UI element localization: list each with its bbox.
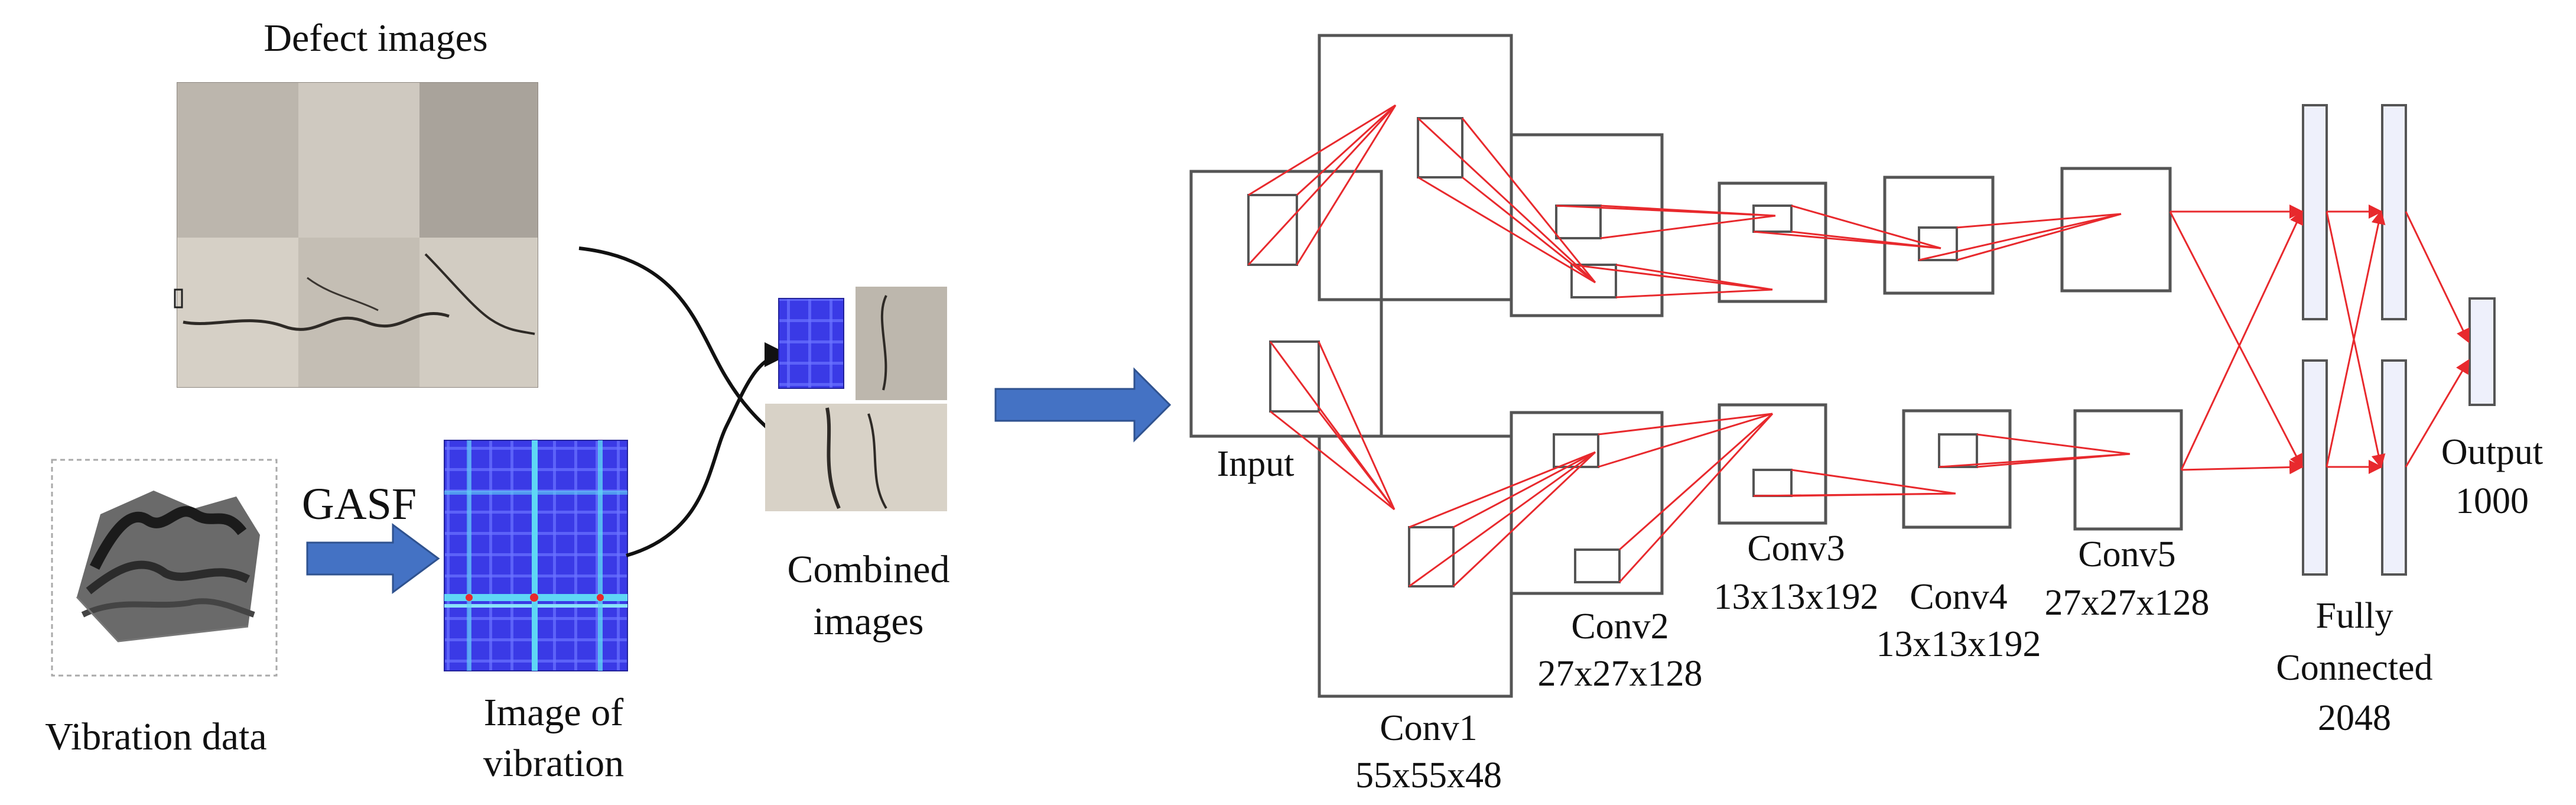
- combined-images-label-line2: images: [814, 600, 924, 643]
- conv2-block-top: [1510, 133, 1664, 317]
- output-label-line2: 1000: [2455, 481, 2529, 521]
- output-label-line1: Output: [2441, 432, 2543, 472]
- conv1-label-line2: 55x55x48: [1355, 755, 1502, 796]
- conv4-kernel-top: [1918, 226, 1958, 261]
- conv2-label-line1: Conv2: [1571, 606, 1668, 647]
- network-diagram: Input Conv1 55x55x48 Conv2 27x27x128 Con…: [1189, 34, 2543, 796]
- fc-label-line1: Fully: [2316, 596, 2393, 636]
- combined-images-label-line1: Combined: [788, 548, 950, 591]
- conv3-block-top: [1718, 181, 1827, 303]
- conv5-block-bottom: [2073, 409, 2183, 531]
- conv4-label-line2: 13x13x192: [1876, 624, 2041, 664]
- conv5-label-line2: 27x27x128: [2045, 583, 2210, 623]
- fc-label-line2: Connected: [2276, 648, 2432, 688]
- conv1-block-bottom: [1318, 434, 1513, 698]
- conv2-label-line2: 27x27x128: [1538, 654, 1703, 694]
- image-of-vibration-label-line2: vibration: [483, 742, 624, 785]
- combined-images: [765, 287, 947, 511]
- conv2-block-bottom: [1510, 411, 1664, 595]
- conv4-block-top: [1883, 176, 1995, 295]
- conv3-block-bottom: [1718, 403, 1827, 525]
- gasf-label: GASF: [302, 479, 417, 529]
- fc-column-2-bottom: [2381, 359, 2407, 576]
- gasf-arrow: [306, 523, 440, 594]
- conv3-label-line2: 13x13x192: [1714, 577, 1879, 617]
- input-kernel-bottom: [1269, 340, 1320, 413]
- input-block: [1189, 170, 1383, 438]
- conv1-kernel-top: [1417, 117, 1463, 178]
- defect-images-grid: [174, 82, 538, 388]
- conv2-kernel-bottom-2: [1574, 548, 1621, 583]
- conv2-kernel-top-2: [1570, 264, 1617, 298]
- fc-column-1-top: [2302, 104, 2328, 320]
- fc-column-2-top: [2381, 104, 2407, 320]
- defect-images-title: Defect images: [264, 17, 487, 60]
- curved-arrow-gasf-to-combined: [626, 342, 789, 557]
- conv3-kernel-bottom: [1752, 469, 1793, 497]
- image-of-vibration-label-line1: Image of: [484, 691, 623, 734]
- main-flow-arrow: [994, 367, 1172, 443]
- conv1-kernel-bottom: [1408, 526, 1455, 587]
- conv4-kernel-bottom: [1938, 433, 1978, 468]
- conv3-label-line1: Conv3: [1747, 528, 1845, 569]
- fc-column-1-bottom: [2302, 359, 2328, 576]
- conv1-label-line1: Conv1: [1380, 708, 1477, 748]
- conv5-block-top: [2060, 167, 2172, 293]
- fc-arrows: [2169, 205, 2470, 475]
- conv2-kernel-top-1: [1555, 205, 1602, 239]
- vibration-data-label: Vibration data: [45, 715, 266, 758]
- connection-lines: [1247, 104, 2131, 587]
- conv4-label-line1: Conv4: [1910, 577, 2007, 617]
- input-label: Input: [1217, 444, 1294, 484]
- output-column: [2468, 297, 2496, 406]
- gasf-image: [444, 440, 628, 671]
- conv5-label-line1: Conv5: [2078, 534, 2175, 574]
- vibration-data-plot: [51, 459, 278, 677]
- input-kernel-top: [1247, 194, 1298, 266]
- conv4-block-bottom: [1902, 409, 2012, 529]
- fc-label-line3: 2048: [2318, 698, 2391, 738]
